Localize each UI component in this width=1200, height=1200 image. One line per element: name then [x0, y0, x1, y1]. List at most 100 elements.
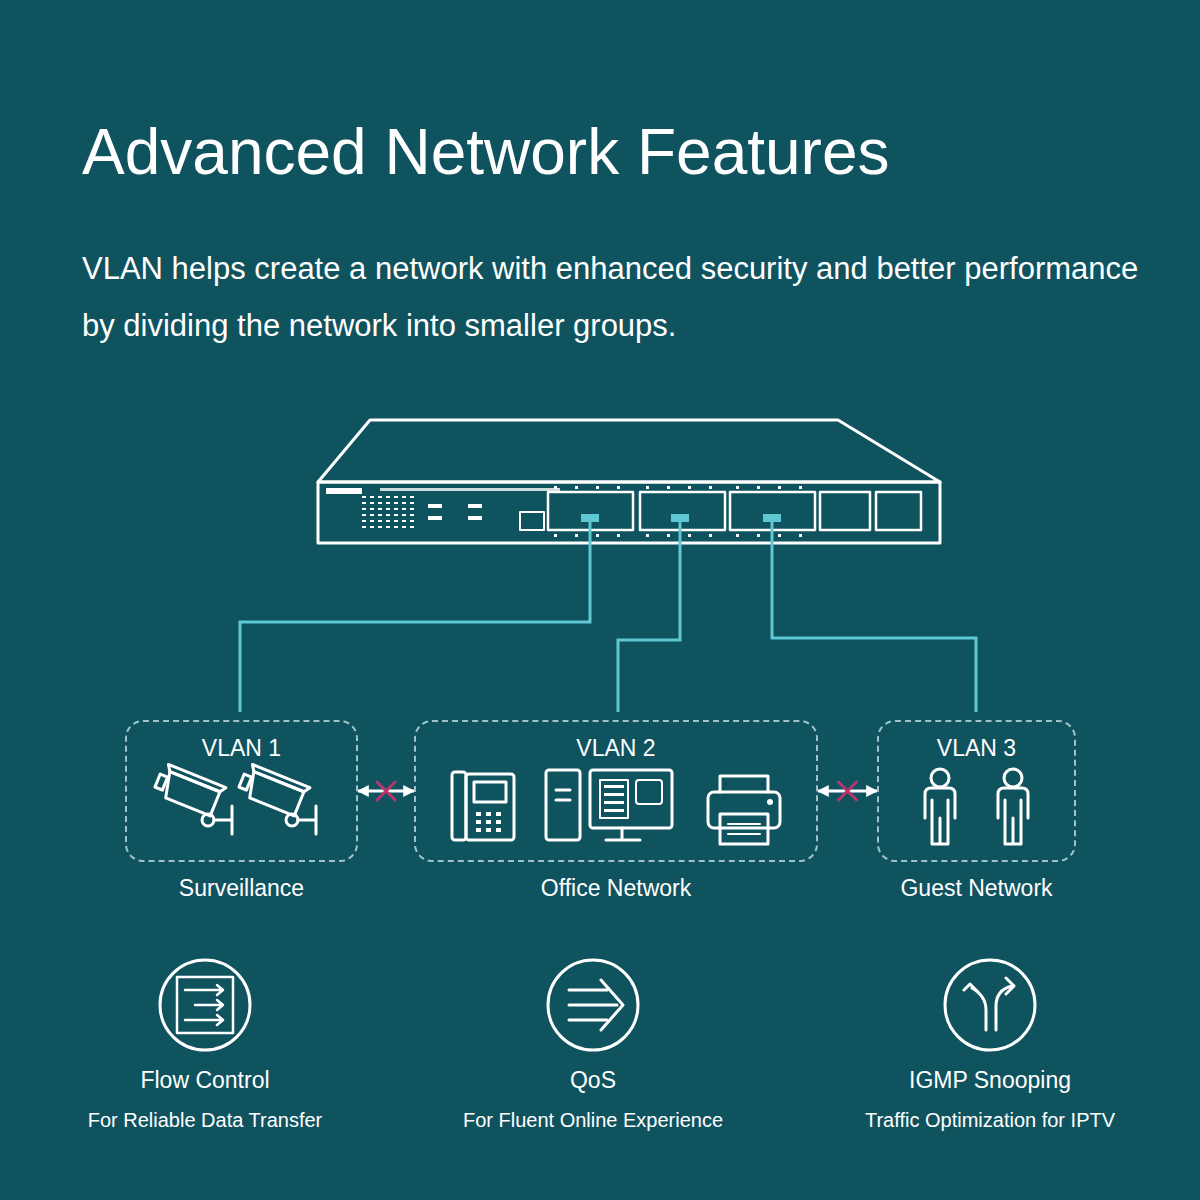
person-body: [998, 788, 1028, 844]
pc-window: [600, 780, 628, 818]
led: [370, 496, 374, 498]
printer-tray: [720, 814, 768, 844]
port-group: [640, 492, 725, 530]
led: [402, 496, 406, 498]
port-mark: [709, 486, 712, 489]
led: [394, 508, 398, 510]
led: [378, 502, 382, 504]
camera-mount: [214, 806, 232, 834]
vlan-name: VLAN 2: [416, 734, 816, 762]
switch-logo: [326, 488, 362, 494]
person-head: [931, 769, 949, 787]
feature-description: Traffic Optimization for IPTV: [865, 1106, 1115, 1134]
led: [394, 520, 398, 522]
switch-front: [318, 482, 940, 543]
feature-icon: [160, 960, 250, 1050]
camera-mount: [298, 806, 316, 834]
feature-name: IGMP Snooping: [909, 1066, 1071, 1094]
port-mark: [646, 486, 649, 489]
led: [370, 520, 374, 522]
port-mark: [799, 486, 802, 489]
camera-hood: [166, 764, 226, 793]
phone-key: [496, 812, 501, 816]
feature-circle: [160, 960, 250, 1050]
led: [370, 508, 374, 510]
camera-icon: [153, 763, 232, 834]
port-mark: [688, 534, 691, 537]
person-icon: [925, 769, 955, 844]
printer-icon: [708, 776, 780, 844]
led: [386, 526, 390, 528]
led: [362, 502, 366, 504]
uplink-wire: [618, 518, 680, 712]
camera-body: [153, 763, 226, 817]
pc-text-line: [604, 809, 624, 812]
computer-icon: [546, 770, 672, 840]
camera-icon: [237, 763, 316, 834]
port-mark: [778, 534, 781, 537]
qos-line: [569, 1019, 607, 1022]
vlan-group: VLAN 2Office Network: [414, 720, 818, 862]
camera-lens: [155, 774, 168, 790]
uplink-wire: [240, 518, 590, 712]
led: [410, 496, 414, 498]
flow-arrow: [185, 1015, 223, 1025]
active-port: [671, 514, 689, 522]
model-text-mark: [380, 488, 560, 491]
led: [468, 516, 482, 520]
feature-icon: [945, 960, 1035, 1050]
port-mark: [736, 534, 739, 537]
led: [378, 520, 382, 522]
vlan-group: VLAN 1Surveillance: [125, 720, 358, 862]
flow-frame: [177, 977, 233, 1033]
camera-hood: [250, 764, 310, 793]
pc-monitor: [590, 770, 672, 828]
console-port: [520, 512, 544, 530]
phone-key: [496, 820, 501, 824]
phone-base: [466, 774, 514, 840]
phone-key: [476, 828, 481, 832]
port-group: [876, 492, 921, 530]
led: [410, 508, 414, 510]
port-mark: [596, 486, 599, 489]
camera-joint: [202, 814, 214, 826]
port-mark: [757, 534, 760, 537]
camera-lens: [239, 774, 252, 790]
led: [362, 526, 366, 528]
igmp-branch: [964, 984, 986, 1030]
pc-window: [636, 780, 662, 804]
edge-group: [358, 782, 414, 800]
printer-lines: [728, 824, 760, 834]
phone-key: [486, 812, 491, 816]
network-name: Office Network: [541, 874, 691, 902]
led: [428, 516, 442, 520]
pc-text-line: [604, 793, 624, 796]
phone-key: [486, 828, 491, 832]
feature-circle: [945, 960, 1035, 1050]
active-port: [581, 514, 599, 522]
port-mark: [554, 534, 557, 537]
port-mark: [736, 486, 739, 489]
switch-illustration: [318, 420, 940, 543]
port-mark: [757, 486, 760, 489]
port-mark: [596, 534, 599, 537]
port-mark: [575, 486, 578, 489]
camera-body: [237, 763, 310, 817]
led: [386, 514, 390, 516]
led: [402, 520, 406, 522]
port-mark: [688, 486, 691, 489]
phone-key: [486, 820, 491, 824]
led: [386, 520, 390, 522]
uplink-wire: [772, 518, 976, 712]
led: [378, 514, 382, 516]
led: [386, 508, 390, 510]
led: [386, 496, 390, 498]
pc-drive: [556, 790, 570, 800]
switch-top: [318, 420, 940, 482]
led: [468, 504, 482, 508]
feature-description: For Fluent Online Experience: [463, 1106, 723, 1134]
title: Advanced Network Features: [82, 112, 890, 192]
igmp-branch: [996, 978, 1014, 1030]
led: [402, 514, 406, 516]
